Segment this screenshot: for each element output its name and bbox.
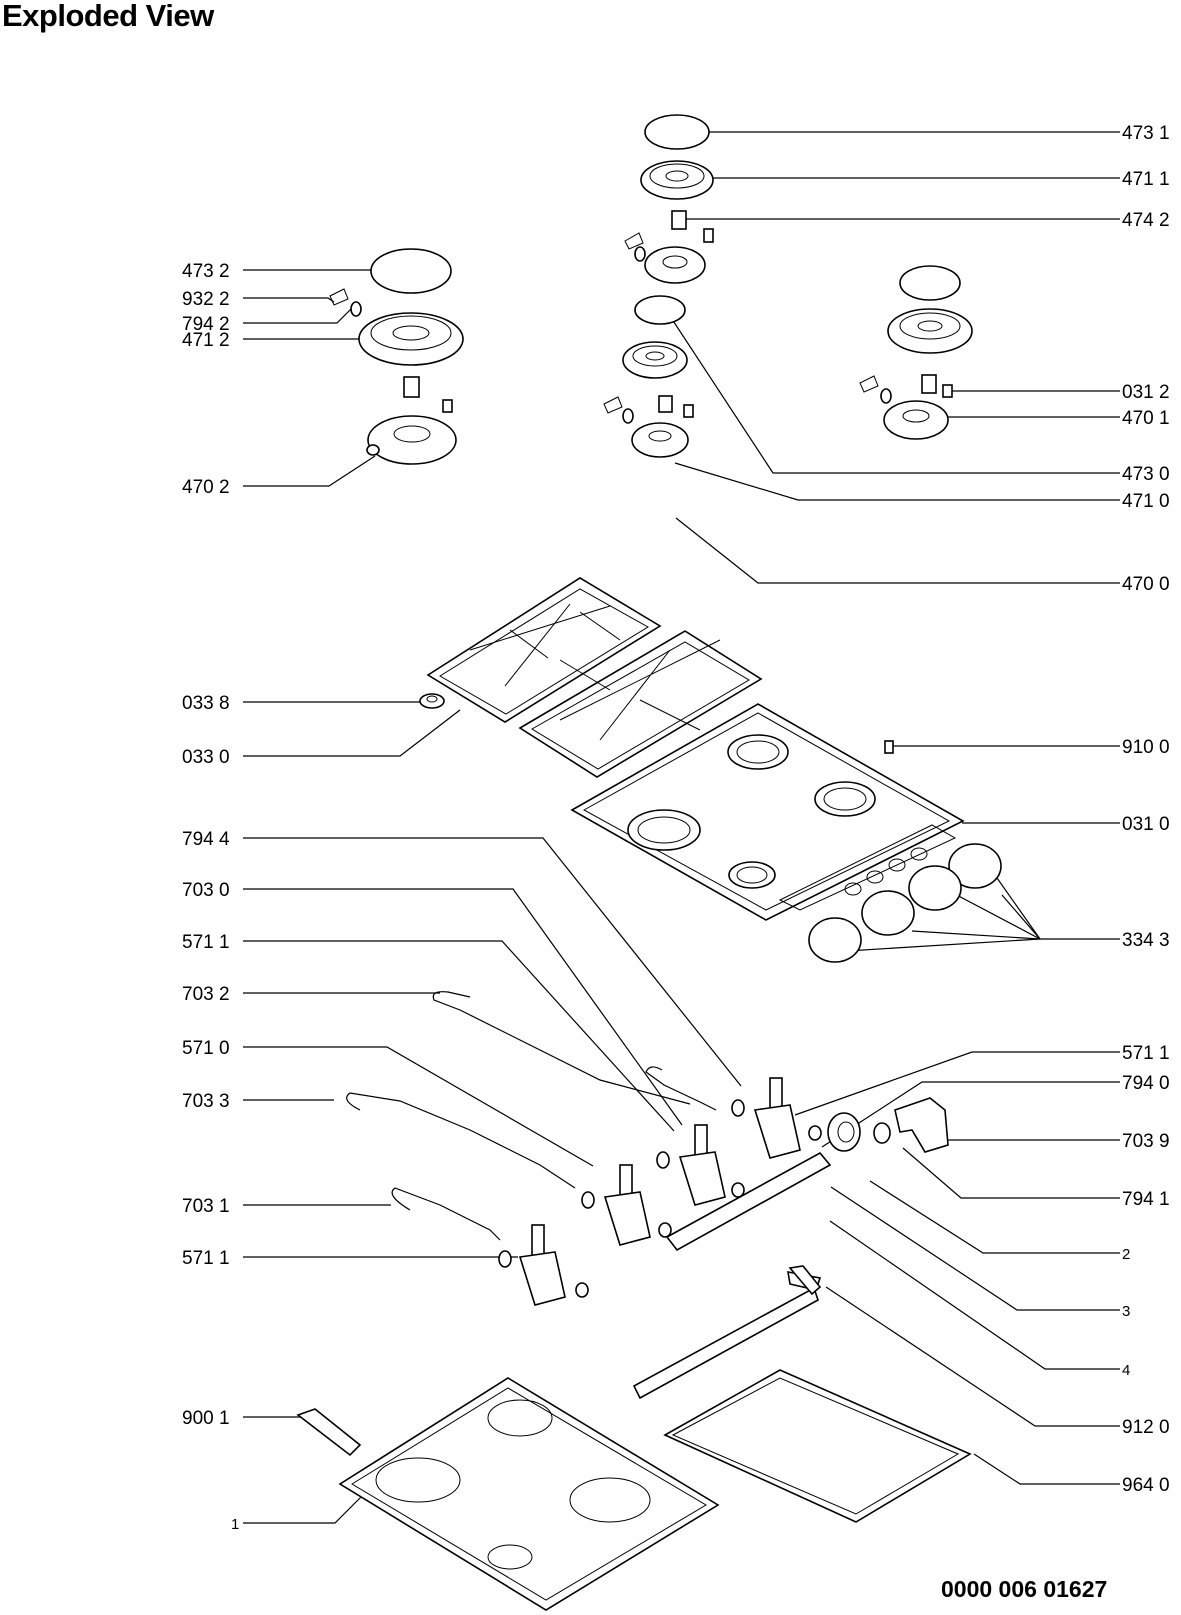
burner-base-470-0 — [603, 395, 694, 458]
gas-tap-middle — [656, 1124, 745, 1206]
callout-471-1: 471 1 — [1122, 169, 1170, 190]
callout-571-1-right: 571 1 — [1122, 1043, 1170, 1064]
callout-031-0: 031 0 — [1122, 814, 1170, 835]
burner-base-top — [624, 228, 714, 284]
burner-cap-473-2 — [370, 248, 452, 294]
rubber-foot-033-8 — [419, 693, 445, 709]
callout-470-0: 470 0 — [1122, 574, 1170, 595]
callout-470-1: 470 1 — [1122, 408, 1170, 429]
gas-tap-571-0 — [581, 1164, 672, 1246]
callout-932-2: 932 2 — [182, 289, 230, 310]
screw-912-0 — [788, 1265, 822, 1296]
manifold-pipe-3 — [665, 1151, 832, 1252]
burner-crown-471-2 — [358, 312, 464, 366]
gas-pipe-703-0 — [645, 1066, 717, 1111]
hob-top-031-0 — [570, 703, 965, 921]
burner-crown-471-0 — [622, 341, 688, 379]
screw-910-0 — [884, 740, 894, 754]
callout-1: 1 — [231, 1516, 239, 1533]
callout-571-1-lower-left: 571 1 — [182, 1248, 230, 1269]
callout-794-1: 794 1 — [1122, 1189, 1170, 1210]
callout-794-2: 794 2 — [182, 314, 230, 335]
clip-900-1 — [296, 1408, 362, 1457]
callout-474-2: 474 2 — [1122, 210, 1170, 231]
burner-crown-right — [887, 308, 973, 354]
gas-pipe-703-1 — [391, 1187, 501, 1241]
callout-473-2: 473 2 — [182, 261, 230, 282]
burner-crown-471-1 — [640, 160, 714, 200]
callout-794-4: 794 4 — [182, 829, 230, 850]
callout-473-0: 473 0 — [1122, 464, 1170, 485]
gas-pipe-703-2 — [432, 991, 691, 1105]
control-knobs-334-3 — [808, 843, 1002, 963]
callout-900-1: 900 1 — [182, 1408, 230, 1429]
callout-571-1-upper-left: 571 1 — [182, 932, 230, 953]
callout-4: 4 — [1122, 1362, 1130, 1379]
nut-2 — [827, 1112, 861, 1152]
document-number: 0000 006 01627 — [941, 1576, 1108, 1602]
callout-334-3: 334 3 — [1122, 930, 1170, 951]
burner-cap-473-1 — [644, 114, 710, 150]
callout-3: 3 — [1122, 1303, 1130, 1320]
base-tray-1 — [338, 1377, 720, 1611]
leader-lines — [243, 131, 1120, 1524]
callout-471-2: 471 2 — [182, 330, 230, 351]
diagram-title: Exploded View — [2, 0, 214, 33]
callout-labels: 473 1 471 1 474 2 031 2 470 1 473 0 471 … — [182, 123, 1170, 1533]
injector-474-2 — [671, 210, 687, 230]
callout-033-0: 033 0 — [182, 747, 230, 768]
callout-910-0: 910 0 — [1122, 737, 1170, 758]
gas-tap-lower-left — [498, 1224, 589, 1306]
callout-703-9: 703 9 — [1122, 1131, 1170, 1152]
callout-703-2: 703 2 — [182, 984, 230, 1005]
callout-031-2: 031 2 — [1122, 382, 1170, 403]
elbow-fitting-703-9 — [894, 1097, 949, 1153]
burner-cap-473-0 — [634, 295, 686, 325]
callout-703-1: 703 1 — [182, 1196, 230, 1217]
gas-pipe-703-3 — [346, 1092, 576, 1189]
callout-703-3: 703 3 — [182, 1091, 230, 1112]
callout-794-0: 794 0 — [1122, 1073, 1170, 1094]
callout-912-0: 912 0 — [1122, 1417, 1170, 1438]
callout-473-1: 473 1 — [1122, 123, 1170, 144]
callout-703-0: 703 0 — [182, 880, 230, 901]
gas-tap-upper-right — [731, 1077, 822, 1159]
burner-cap-right — [899, 265, 961, 301]
callout-2: 2 — [1122, 1246, 1130, 1263]
callout-964-0: 964 0 — [1122, 1475, 1170, 1496]
pan-support-033-0 — [518, 630, 763, 778]
seal-964-0 — [663, 1369, 972, 1523]
callout-470-2: 470 2 — [182, 477, 230, 498]
burner-base-470-2 — [329, 288, 457, 465]
callout-571-0: 571 0 — [182, 1038, 230, 1059]
callout-471-0: 471 0 — [1122, 491, 1170, 512]
pan-support-left — [426, 577, 662, 723]
washer-794-1 — [873, 1122, 891, 1144]
callout-033-8: 033 8 — [182, 693, 230, 714]
burner-base-470-1 — [859, 374, 953, 440]
